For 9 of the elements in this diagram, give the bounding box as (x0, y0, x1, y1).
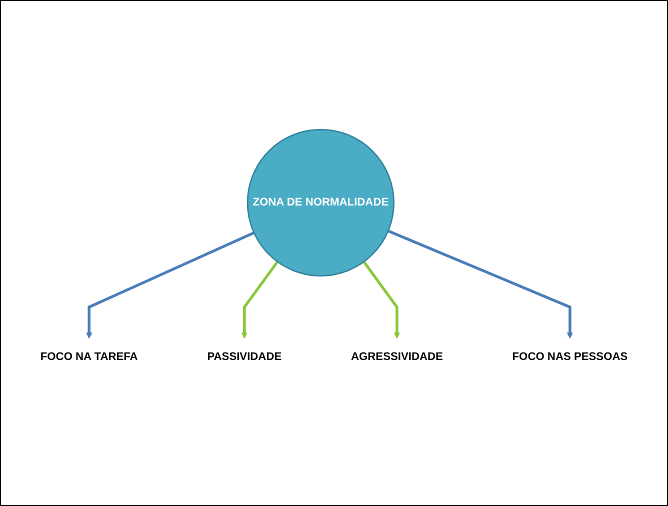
arrow (86, 232, 255, 339)
arrow (241, 261, 279, 339)
arrow (362, 261, 400, 339)
arrow (388, 230, 573, 339)
node-text: FOCO NAS PESSOAS (512, 351, 628, 363)
node-text: PASSIVIDADE (207, 351, 282, 363)
node-text: FOCO NA TAREFA (40, 351, 138, 363)
node-circle: ZONA DE NORMALIDADE (246, 129, 394, 277)
node-text: AGRESSIVIDADE (350, 351, 443, 363)
